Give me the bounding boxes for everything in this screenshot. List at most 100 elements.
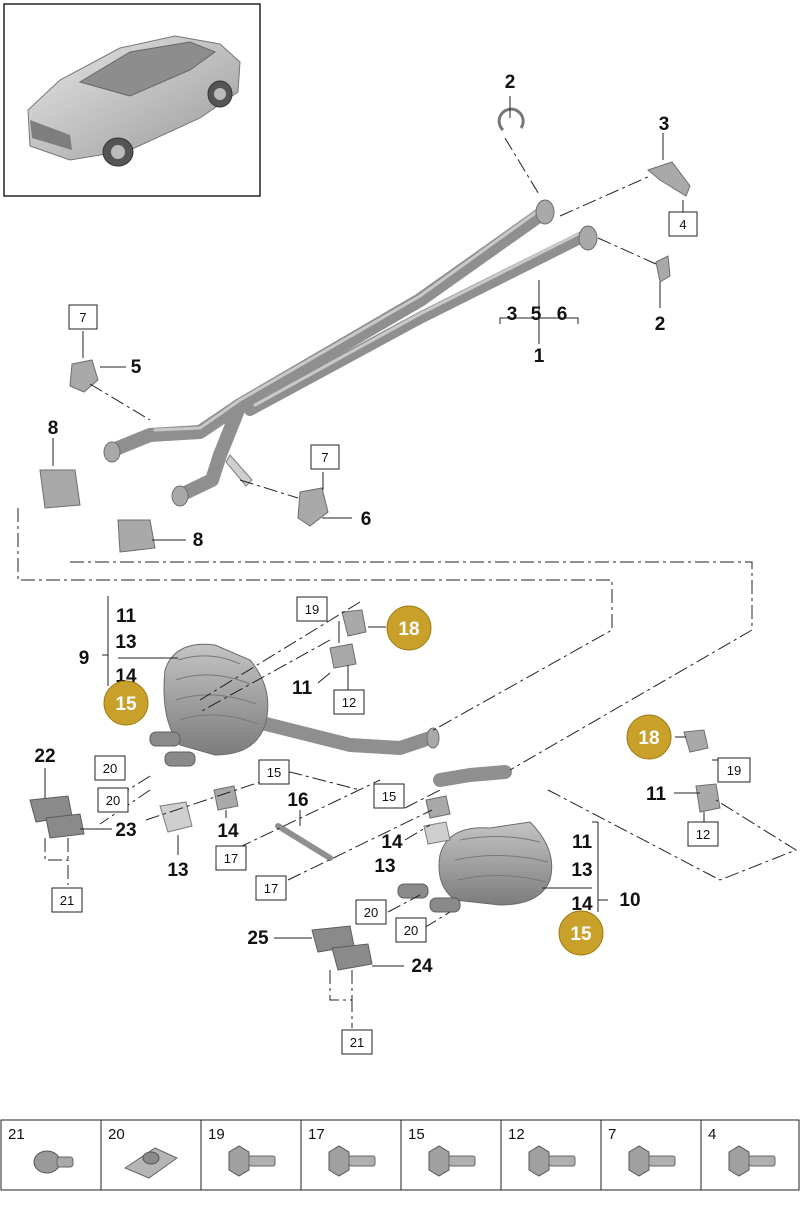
car-thumbnail bbox=[3, 3, 261, 197]
box-15c: 15 bbox=[373, 783, 405, 809]
legend-cell-19: 19 bbox=[200, 1120, 276, 1190]
legend-label-17: 17 bbox=[308, 1126, 325, 1143]
callout-2b: 2 bbox=[655, 314, 666, 335]
callout-10: 10 bbox=[619, 890, 640, 911]
fastener-legend: 21 20 19 17 15 12 7 4 bbox=[0, 1119, 800, 1191]
legend-cell-21: 21 bbox=[8, 1126, 74, 1174]
badge-18a: 18 bbox=[386, 605, 432, 651]
legend-label-20: 20 bbox=[108, 1126, 125, 1143]
callout-2a: 2 bbox=[505, 72, 516, 93]
callout-3: 3 bbox=[659, 114, 670, 135]
box-7a: 7 bbox=[68, 304, 98, 330]
hex-bolt-icon bbox=[428, 1145, 476, 1177]
callout-numbers: 2 3 3 5 6 1 2 5 8 6 8 11 13 9 14 11 22 1… bbox=[34, 72, 669, 977]
svg-text:20: 20 bbox=[364, 905, 378, 920]
svg-text:20: 20 bbox=[404, 923, 418, 938]
callout-11a: 11 bbox=[116, 606, 137, 627]
box-17a: 17 bbox=[215, 845, 247, 871]
legend-label-7: 7 bbox=[608, 1126, 616, 1143]
gold-badges: 15 18 18 15 bbox=[103, 605, 672, 956]
box-12a: 12 bbox=[333, 689, 365, 715]
svg-text:15: 15 bbox=[382, 789, 396, 804]
svg-text:12: 12 bbox=[696, 827, 710, 842]
hex-bolt-icon bbox=[328, 1145, 376, 1177]
callout-6: 6 bbox=[361, 509, 372, 530]
box-21b: 21 bbox=[341, 1029, 373, 1055]
hex-bolt-icon bbox=[228, 1145, 276, 1177]
legend-cell-7: 7 bbox=[600, 1120, 676, 1190]
svg-text:18: 18 bbox=[398, 619, 419, 640]
callout-13c: 13 bbox=[374, 856, 395, 877]
callout-24: 24 bbox=[411, 956, 433, 977]
callout-22: 22 bbox=[34, 746, 55, 767]
svg-text:21: 21 bbox=[350, 1035, 364, 1050]
svg-text:7: 7 bbox=[321, 450, 328, 465]
callout-13b: 13 bbox=[167, 860, 188, 881]
legend-cell-20: 20 bbox=[100, 1120, 178, 1190]
svg-text:15: 15 bbox=[115, 694, 137, 715]
callout-14b: 14 bbox=[217, 821, 239, 842]
left-tailpipe-tips bbox=[29, 795, 85, 839]
callout-9: 9 bbox=[79, 648, 90, 669]
hex-bolt-icon bbox=[728, 1145, 776, 1177]
svg-text:21: 21 bbox=[60, 893, 74, 908]
box-7b: 7 bbox=[310, 444, 340, 470]
svg-text:17: 17 bbox=[264, 881, 278, 896]
hex-bolt-icon bbox=[628, 1145, 676, 1177]
box-17b: 17 bbox=[255, 875, 287, 901]
callout-5b: 5 bbox=[531, 304, 542, 325]
callout-13d: 13 bbox=[571, 860, 592, 881]
callout-3b: 3 bbox=[507, 304, 518, 325]
boxed-references: 4 7 7 19 12 20 15 20 15 17 17 21 19 12 2… bbox=[51, 211, 751, 1055]
badge-15d: 15 bbox=[558, 910, 604, 956]
legend-label-19: 19 bbox=[208, 1126, 225, 1143]
right-tailpipe-tips bbox=[311, 729, 721, 971]
legend-cell-4: 4 bbox=[700, 1120, 776, 1190]
legend-label-15: 15 bbox=[408, 1126, 425, 1143]
svg-text:12: 12 bbox=[342, 695, 356, 710]
screw-icon bbox=[33, 1150, 74, 1174]
box-20b: 20 bbox=[97, 787, 129, 813]
left-brackets bbox=[159, 785, 333, 861]
hanger-parts-front bbox=[39, 107, 691, 553]
left-rear-muffler bbox=[149, 609, 440, 767]
callout-5: 5 bbox=[131, 357, 142, 378]
badge-18b: 18 bbox=[626, 714, 672, 760]
legend-label-21: 21 bbox=[8, 1126, 25, 1143]
legend-cell-15: 15 bbox=[400, 1120, 476, 1190]
callout-25: 25 bbox=[247, 928, 269, 949]
callout-1: 1 bbox=[534, 346, 545, 367]
callout-11c: 11 bbox=[646, 784, 667, 805]
box-19a: 19 bbox=[296, 596, 328, 622]
clip-nut-icon bbox=[123, 1147, 178, 1179]
box-19b: 19 bbox=[717, 757, 751, 783]
legend-label-12: 12 bbox=[508, 1126, 525, 1143]
callout-11d: 11 bbox=[572, 832, 593, 853]
svg-text:19: 19 bbox=[727, 763, 741, 778]
svg-text:20: 20 bbox=[106, 793, 120, 808]
callout-14d: 14 bbox=[571, 894, 593, 915]
legend-label-4: 4 bbox=[708, 1126, 716, 1143]
box-4: 4 bbox=[668, 211, 698, 237]
svg-text:18: 18 bbox=[638, 728, 659, 749]
front-y-pipe bbox=[103, 199, 598, 507]
box-21a: 21 bbox=[51, 887, 83, 913]
svg-text:15: 15 bbox=[570, 924, 592, 945]
legend-cell-12: 12 bbox=[500, 1120, 576, 1190]
box-20d: 20 bbox=[395, 917, 427, 943]
right-rear-muffler bbox=[397, 765, 553, 913]
legend-cell-17: 17 bbox=[300, 1120, 376, 1190]
svg-text:20: 20 bbox=[103, 761, 117, 776]
callout-16: 16 bbox=[287, 790, 308, 811]
svg-text:17: 17 bbox=[224, 851, 238, 866]
box-12b: 12 bbox=[687, 821, 719, 847]
leader-lines bbox=[44, 96, 720, 967]
box-15b: 15 bbox=[258, 759, 290, 785]
callout-6b: 6 bbox=[557, 304, 568, 325]
badge-15a: 15 bbox=[103, 680, 149, 726]
callout-8a: 8 bbox=[48, 418, 59, 439]
box-20a: 20 bbox=[94, 755, 126, 781]
hex-bolt-icon bbox=[528, 1145, 576, 1177]
callout-11b: 11 bbox=[292, 678, 313, 699]
